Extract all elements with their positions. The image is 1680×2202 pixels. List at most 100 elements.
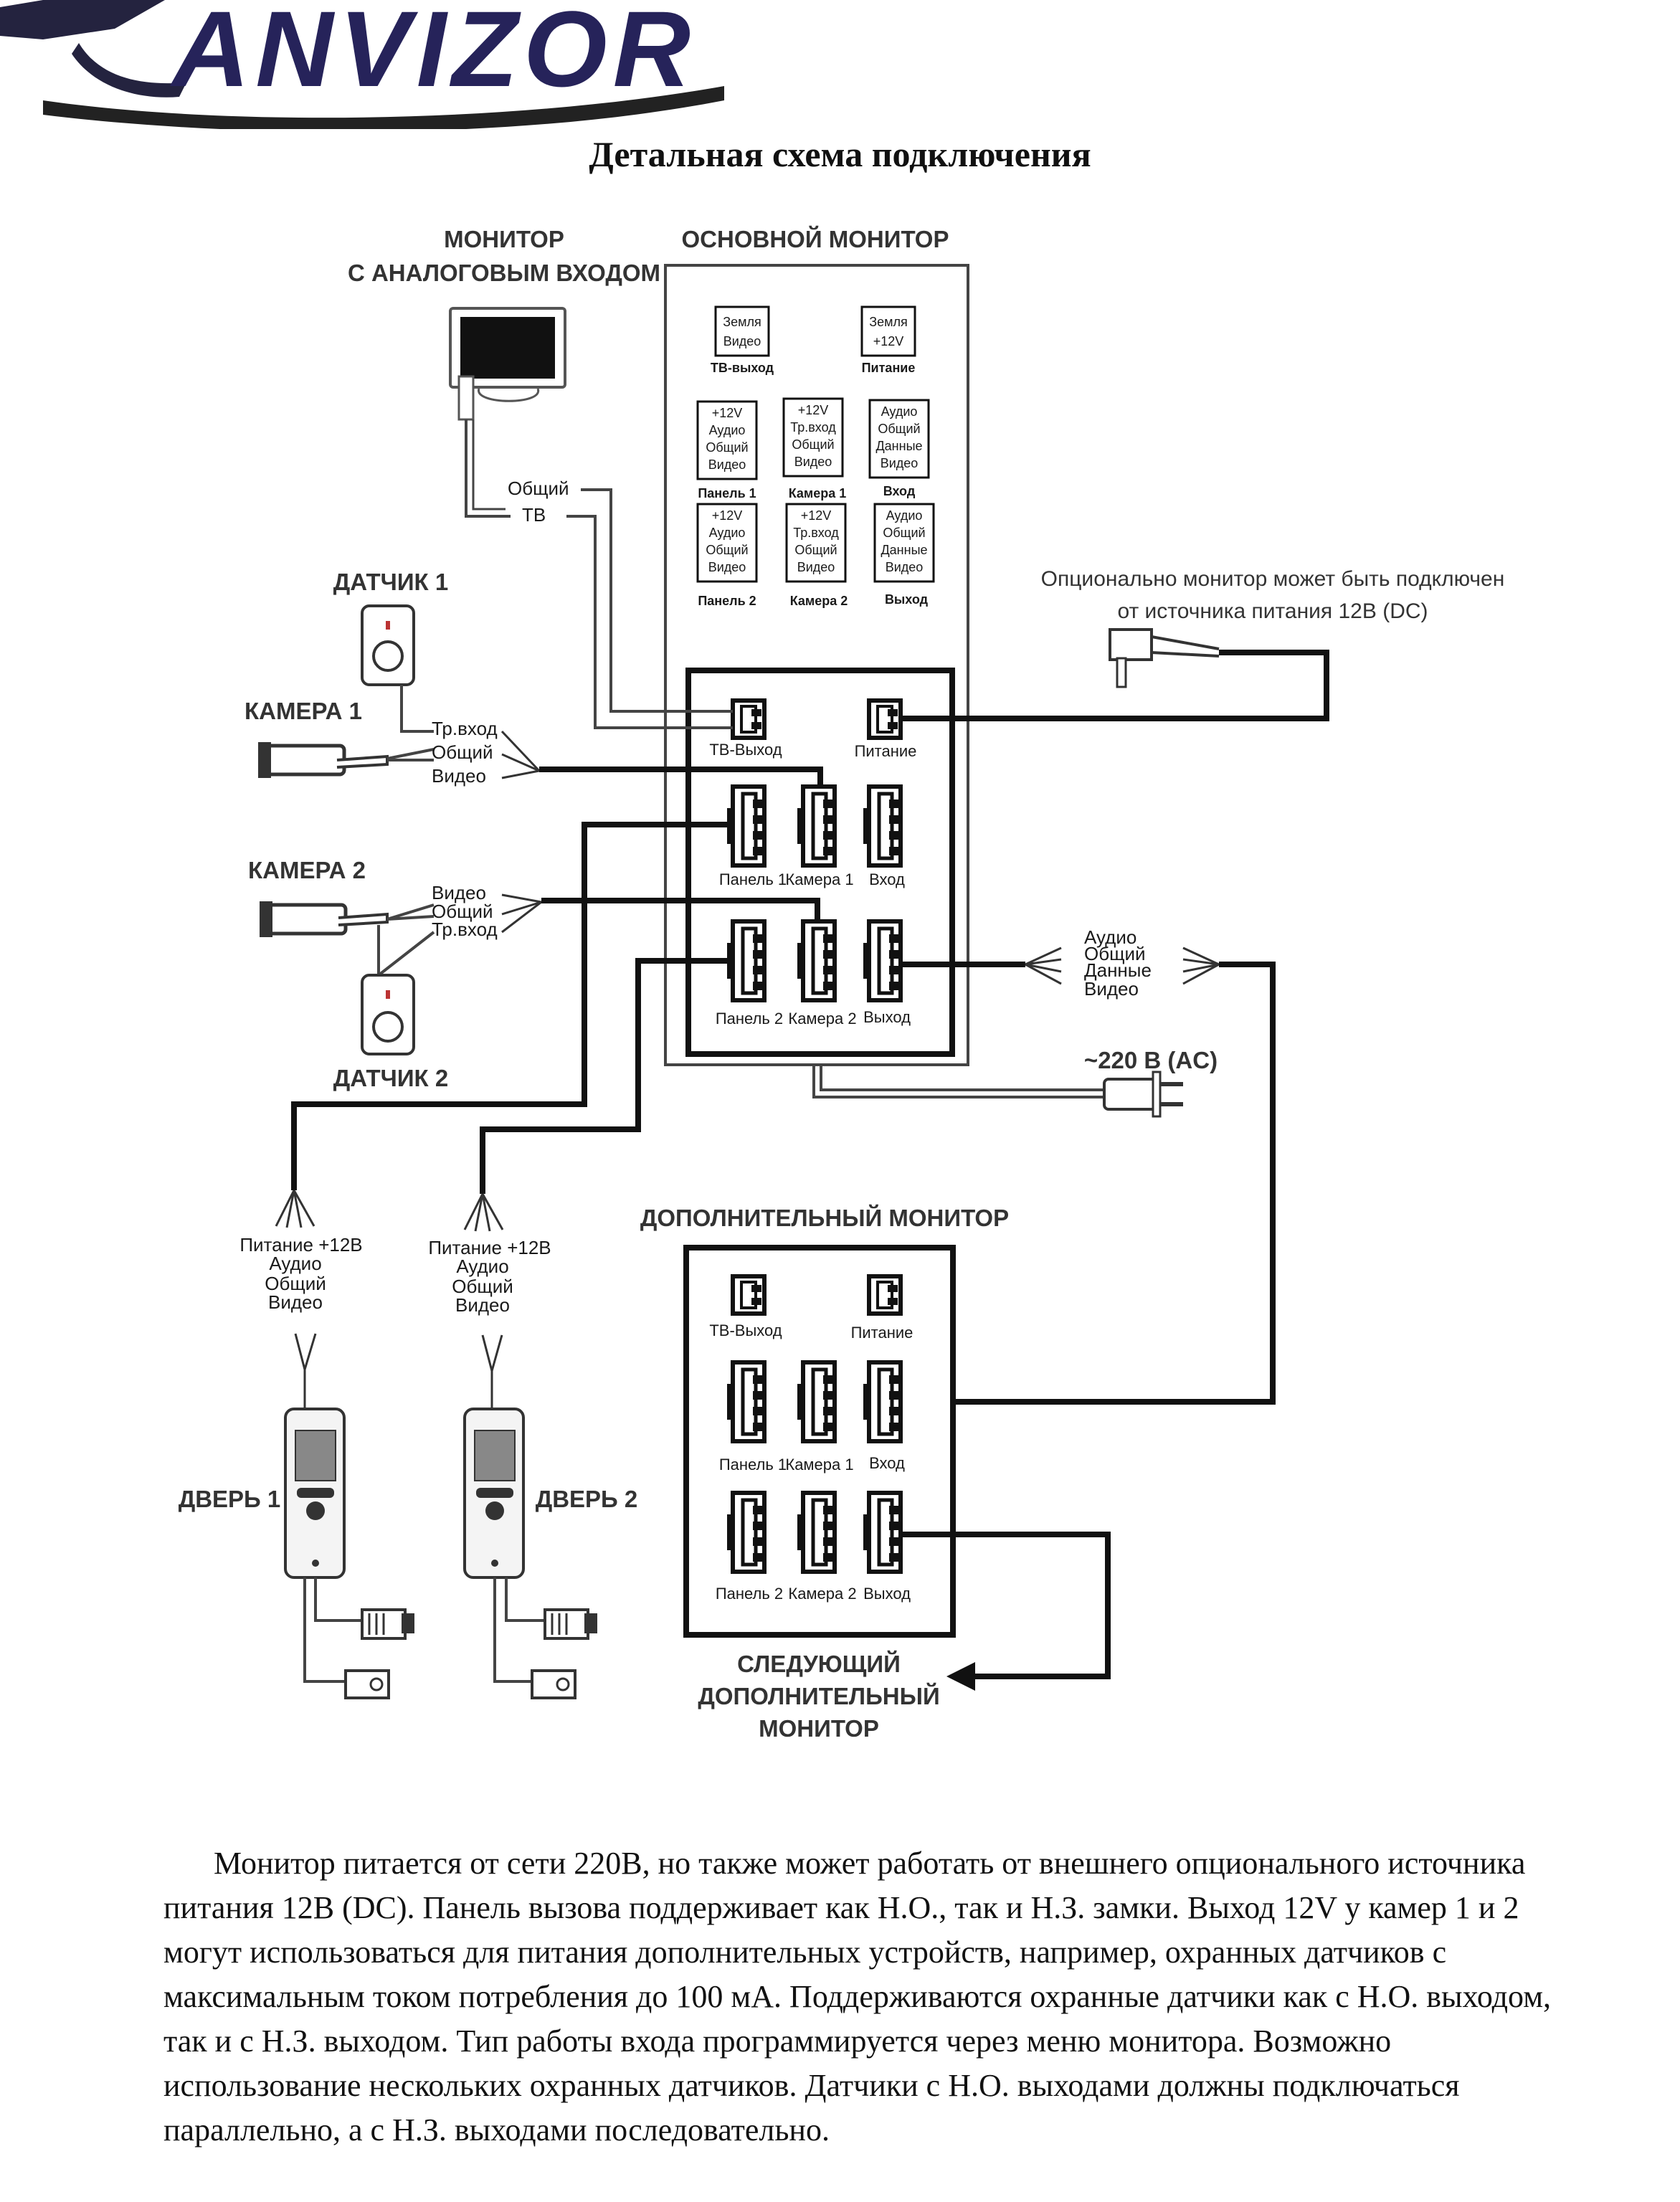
anvizor-logo: ANVIZOR — [0, 0, 724, 129]
svg-text:Видео: Видео — [723, 334, 761, 348]
sensor1-icon — [361, 604, 415, 686]
main-monitor-title: ОСНОВНОЙ МОНИТОР — [682, 225, 949, 252]
svg-text:Общий: Общий — [706, 440, 748, 455]
tv-signal-label: ТВ — [522, 504, 546, 526]
body-paragraph: Монитор питается от сети 220В, но также … — [163, 1846, 1552, 2148]
cam1-trigger-label: Тр.вход — [432, 718, 498, 739]
cam2-trigger-label: Тр.вход — [432, 919, 498, 940]
svg-text:+12V: +12V — [798, 403, 829, 417]
door1-video-label: Видео — [268, 1291, 323, 1313]
power-connector — [869, 701, 901, 738]
svg-text:Видео: Видео — [886, 560, 924, 574]
next-monitor-title-2: ДОПОЛНИТЕЛЬНЫЙ — [698, 1682, 939, 1709]
next-monitor-title-1: СЛЕДУЮЩИЙ — [737, 1650, 901, 1677]
next-monitor-arrow — [946, 1662, 975, 1691]
sensor2-title: ДАТЧИК 2 — [333, 1065, 448, 1091]
wiring-diagram: МОНИТОР С АНАЛОГОВЫМ ВХОДОМ ОСНОВНОЙ МОН… — [179, 225, 1505, 1742]
svg-text:Панель 1: Панель 1 — [698, 486, 756, 500]
svg-text:+12V: +12V — [873, 334, 904, 348]
door1-audio-label: Аудио — [269, 1253, 321, 1274]
out-common-label: Общий — [1084, 943, 1146, 964]
camera2-icon — [260, 901, 389, 937]
extra-panel1-connector — [727, 1362, 764, 1441]
svg-text:+12V: +12V — [712, 508, 743, 523]
tv-common-label: Общий — [508, 478, 569, 499]
optional-power-note-1: Опционально монитор может быть подключен — [1041, 567, 1505, 591]
door1-lock-icon — [344, 1669, 390, 1699]
svg-text:Видео: Видео — [797, 560, 835, 574]
cam2-video-label: Видео — [432, 882, 486, 903]
extra-monitor-title: ДОПОЛНИТЕЛЬНЫЙ МОНИТОР — [640, 1204, 1009, 1231]
logo-text: ANVIZOR — [169, 0, 696, 109]
pinout-input: Аудио Общий Данные Видео Вход — [868, 399, 930, 498]
extra-output-connector — [863, 1493, 901, 1572]
svg-text:Общий: Общий — [706, 543, 748, 557]
svg-text:Данные: Данные — [881, 543, 927, 557]
extra-power-connector — [869, 1276, 901, 1314]
svg-text:Общий: Общий — [878, 422, 920, 436]
extra-output-caption: Выход — [863, 1585, 911, 1603]
pinout-camera1: +12V Тр.вход Общий Видео Камера 1 — [782, 397, 847, 500]
sensor2-icon — [361, 974, 415, 1055]
extra-tv-out-connector — [733, 1276, 764, 1314]
door2-power-label: Питание +12В — [428, 1237, 551, 1258]
cam1-common-label: Общий — [432, 741, 493, 763]
out-data-label: Данные — [1084, 959, 1152, 981]
output-caption: Выход — [863, 1008, 911, 1026]
door2-lock-icon — [531, 1669, 576, 1699]
extra-camera2-caption: Камера 2 — [788, 1585, 856, 1603]
extra-input-caption: Вход — [869, 1454, 905, 1472]
next-monitor-title-3: МОНИТОР — [759, 1715, 879, 1742]
analog-monitor-title-2: С АНАЛОГОВЫМ ВХОДОМ — [348, 260, 660, 286]
door2-power-adapter-icon — [544, 1608, 597, 1640]
panel1-caption: Панель 1 — [719, 870, 787, 888]
power-caption: Питание — [855, 742, 917, 760]
output-connector — [863, 921, 901, 1000]
extra-panel1-caption: Панель 1 — [719, 1456, 787, 1473]
camera2-title: КАМЕРА 2 — [248, 857, 366, 883]
ac-plug-icon — [1103, 1071, 1183, 1118]
svg-text:Общий: Общий — [792, 437, 834, 452]
extra-panel2-connector — [727, 1493, 764, 1572]
door1-title: ДВЕРЬ 1 — [179, 1486, 281, 1512]
door1-common-label: Общий — [265, 1273, 326, 1294]
svg-text:Видео: Видео — [708, 457, 746, 472]
svg-text:Вход: Вход — [883, 484, 916, 498]
extra-power-caption: Питание — [851, 1324, 913, 1342]
svg-text:Аудио: Аудио — [709, 423, 746, 437]
svg-text:Тр.вход: Тр.вход — [790, 420, 836, 435]
extra-camera1-connector — [797, 1362, 835, 1441]
pinout-panel1: +12V Аудио Общий Видео Панель 1 — [696, 400, 758, 500]
camera1-icon — [258, 742, 389, 778]
cam2-common-label: Общий — [432, 901, 493, 922]
svg-text:Аудио: Аудио — [886, 508, 923, 523]
input-connector — [863, 787, 901, 865]
door2-call-panel-icon — [463, 1408, 525, 1579]
extra-input-connector — [863, 1362, 901, 1441]
svg-text:Аудио: Аудио — [881, 404, 918, 419]
tv-out-connector — [733, 701, 764, 738]
svg-text:+12V: +12V — [712, 406, 743, 420]
pinout-power: Земля +12V Питание — [860, 305, 916, 375]
door2-audio-label: Аудио — [456, 1256, 508, 1277]
door2-common-label: Общий — [452, 1276, 513, 1297]
svg-text:Видео: Видео — [708, 560, 746, 574]
pinout-output: Аудио Общий Данные Видео Выход — [873, 503, 935, 607]
svg-text:+12V: +12V — [801, 508, 832, 523]
pinout-camera2: +12V Тр.вход Общий Видео Камера 2 — [785, 503, 848, 608]
tv-out-caption: ТВ-Выход — [709, 741, 782, 759]
svg-text:Камера 2: Камера 2 — [790, 594, 848, 608]
svg-text:ТВ-выход: ТВ-выход — [711, 361, 774, 375]
door1-power-label: Питание +12В — [239, 1234, 362, 1256]
camera1-title: КАМЕРА 1 — [245, 698, 362, 724]
extra-tv-out-caption: ТВ-Выход — [709, 1321, 782, 1339]
svg-text:Земля: Земля — [869, 315, 908, 329]
panel2-caption: Панель 2 — [716, 1010, 783, 1028]
svg-text:Камера 1: Камера 1 — [789, 486, 847, 500]
extra-panel2-caption: Панель 2 — [716, 1585, 783, 1603]
camera1-connector — [797, 787, 835, 865]
pinout-panel2: +12V Аудио Общий Видео Панель 2 — [696, 503, 758, 608]
svg-text:Тр.вход: Тр.вход — [793, 526, 839, 540]
door1-call-panel-icon — [284, 1408, 346, 1579]
svg-text:Видео: Видео — [794, 455, 832, 469]
